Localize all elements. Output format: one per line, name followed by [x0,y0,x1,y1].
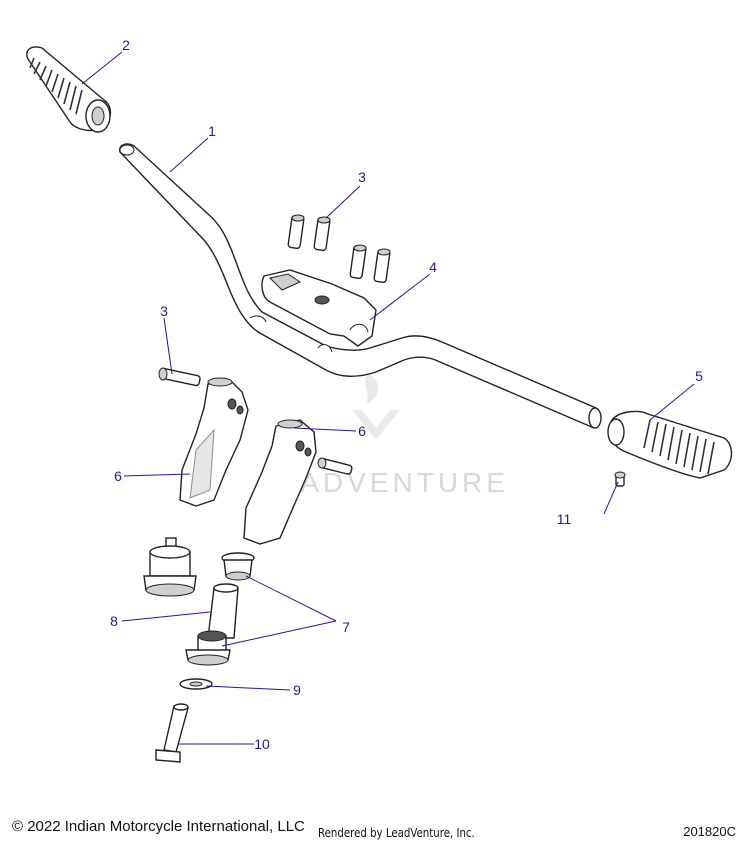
washer-part[interactable] [179,678,213,690]
lower-bushing-part[interactable] [185,630,231,666]
callout-5: 5 [695,368,703,384]
callout-8: 8 [110,613,118,629]
left-riser-part[interactable] [179,377,249,507]
watermark-logo [352,372,400,440]
callout-11: 11 [557,511,572,527]
riser-pin-part[interactable] [317,457,353,475]
top-clamp-part[interactable] [261,269,377,347]
callout-6-right: 6 [358,423,366,439]
handlebar-part[interactable] [119,143,602,430]
bushing-assembly-part[interactable] [143,537,197,597]
callout-6-left: 6 [114,468,122,484]
grip-screw-part[interactable] [614,471,626,487]
callout-9: 9 [293,682,301,698]
right-grip-part[interactable] [607,410,733,479]
sleeve-part[interactable] [207,583,239,639]
rendered-by-text: Rendered by LeadVenture, Inc. [318,826,475,840]
callout-1: 1 [208,123,216,139]
clamp-bolts-upper-part[interactable] [287,214,391,283]
diagram-code: 201820C [683,824,736,839]
callout-2: 2 [122,37,130,53]
callout-10: 10 [254,736,270,752]
callout-3: 3 [358,169,366,185]
upper-bushing-part[interactable] [221,552,255,581]
riser-bolt-part[interactable] [158,367,201,387]
copyright-text: © 2022 Indian Motorcycle International, … [12,818,305,835]
callout-4: 4 [429,259,437,275]
riser-mount-bolt-part[interactable] [155,703,189,763]
callout-7: 7 [342,619,350,635]
leader-lines [81,51,695,745]
callout-3-lower: 3 [160,303,168,319]
right-riser-part[interactable] [243,419,317,545]
left-grip-part[interactable] [26,46,112,133]
